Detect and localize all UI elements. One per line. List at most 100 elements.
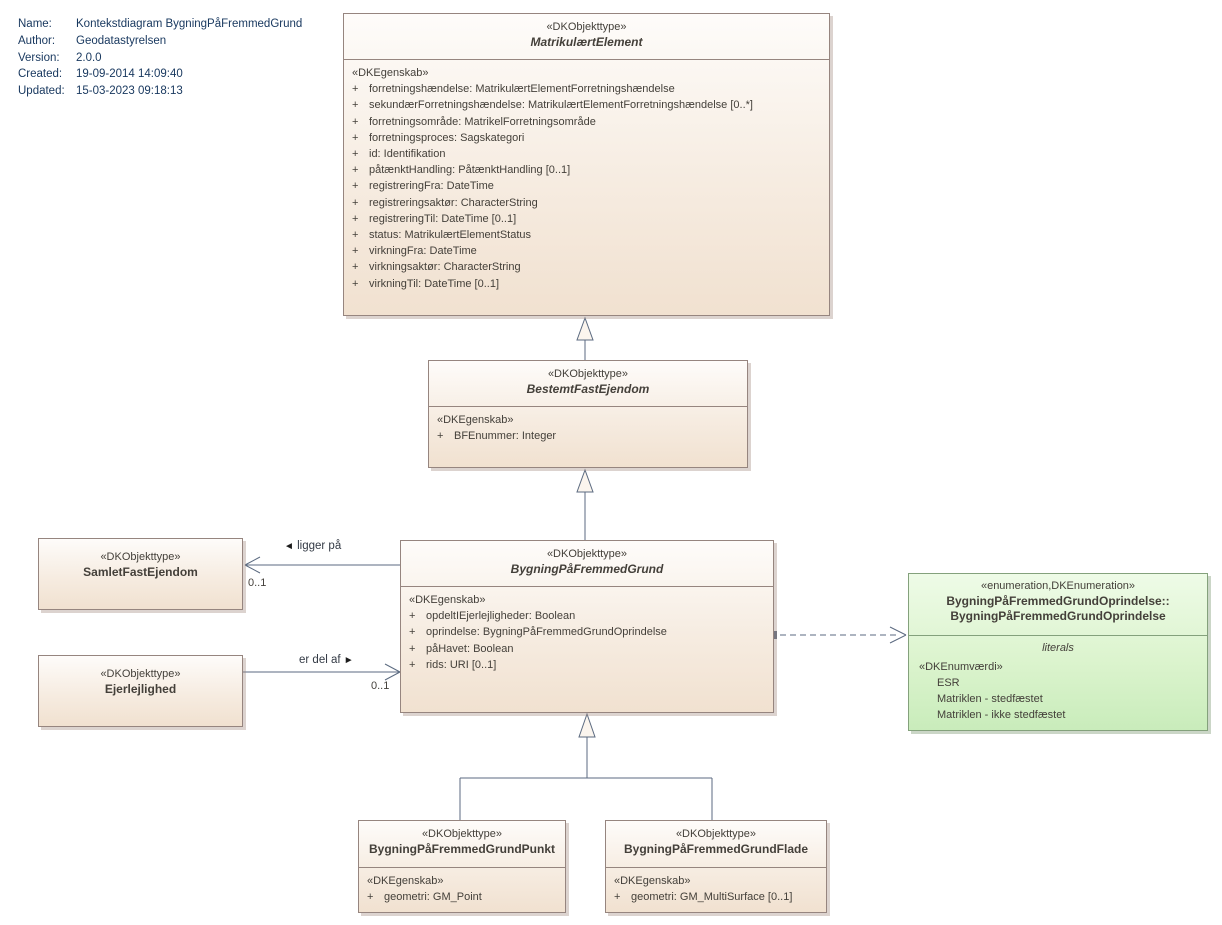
association-label-er-del-af: er del af ► <box>299 654 354 666</box>
class-header: «DKObjekttype» BestemtFastEjendom <box>429 361 747 407</box>
enumeration-name-line2: BygningPåFremmedGrundOprindelse <box>950 609 1166 623</box>
attribute-row: + forretningsområde: MatrikelForretnings… <box>350 114 823 130</box>
class-header: «DKObjekttype» BygningPåFremmedGrundFlad… <box>606 821 826 868</box>
visibility-marker: + <box>352 180 359 193</box>
association-label-text: er del af <box>299 654 341 666</box>
attribute-row: + rids: URI [0..1] <box>407 657 767 673</box>
metadata-value: 19-09-2014 14:09:40 <box>76 68 183 81</box>
enumeration-bygning-paa-fremmed-grund-oprindelse[interactable]: «enumeration,DKEnumeration» BygningPåFre… <box>908 573 1208 731</box>
attribute-text: status: MatrikulærtElementStatus <box>369 229 532 242</box>
attribute-text: rids: URI [0..1] <box>426 658 497 671</box>
attribute-text: forretningsproces: Sagskategori <box>369 131 525 144</box>
direction-arrow-right-icon: ► <box>343 655 354 666</box>
enum-value: Matriklen - stedfæstet <box>937 693 1043 705</box>
attribute-text: forretningsområde: MatrikelForretningsom… <box>369 115 596 128</box>
stereotype: «DKObjekttype» <box>100 668 181 680</box>
metadata-row: Name: Kontekstdiagram BygningPåFremmedGr… <box>18 16 302 33</box>
attribute-row: + virkningTil: DateTime [0..1] <box>350 276 823 292</box>
metadata-value: 15-03-2023 09:18:13 <box>76 85 183 98</box>
class-name: BestemtFastEjendom <box>526 382 650 396</box>
class-ejerlejlighed[interactable]: «DKObjekttype» Ejerlejlighed <box>38 655 243 727</box>
enumeration-name-line1: BygningPåFremmedGrundOprindelse:: <box>946 594 1170 608</box>
attribute-text: virkningsaktør: CharacterString <box>369 261 521 274</box>
attribute-text: sekundærForretningshændelse: Matrikulært… <box>369 99 753 112</box>
stereotype: «DKObjekttype» <box>675 828 757 840</box>
class-bygning-paa-fremmed-grund-punkt[interactable]: «DKObjekttype» BygningPåFremmedGrundPunk… <box>358 820 566 913</box>
class-name: BygningPåFremmedGrundFlade <box>623 842 809 856</box>
enum-value: Matriklen - ikke stedfæstet <box>937 709 1066 721</box>
attribute-text: påHavet: Boolean <box>426 642 514 655</box>
attributes-compartment: «DKEgenskab» + opdeltIEjerlejligheder: B… <box>401 587 773 673</box>
generalization-bestemt-to-matrikulaert <box>576 316 594 360</box>
class-samlet-fast-ejendom[interactable]: «DKObjekttype» SamletFastEjendom <box>38 538 243 610</box>
attribute-stereotype: «DKEgenskab» <box>367 875 444 887</box>
multiplicity-er-del-af: 0..1 <box>371 680 390 692</box>
attribute-row: + registreringTil: DateTime [0..1] <box>350 211 823 227</box>
visibility-marker: + <box>352 99 359 112</box>
metadata-row: Created: 19-09-2014 14:09:40 <box>18 66 302 83</box>
stereotype: «DKObjekttype» <box>100 551 181 563</box>
class-header: «DKObjekttype» BygningPåFremmedGrundPunk… <box>359 821 565 868</box>
attribute-stereotype: «DKEgenskab» <box>352 67 429 79</box>
metadata-label: Updated: <box>18 85 65 98</box>
attribute-text: virkningTil: DateTime [0..1] <box>369 277 500 290</box>
attribute-row: + status: MatrikulærtElementStatus <box>350 227 823 243</box>
literals-compartment: literals «DKEnumværdi» ESR Matriklen - s… <box>909 636 1207 723</box>
class-bygning-paa-fremmed-grund[interactable]: «DKObjekttype» BygningPåFremmedGrund «DK… <box>400 540 774 713</box>
class-header: «DKObjekttype» MatrikulærtElement <box>344 14 829 60</box>
stereotype: «DKObjekttype» <box>546 548 628 560</box>
visibility-marker: + <box>352 115 359 128</box>
enum-value-stereotype: «DKEnumværdi» <box>919 661 1003 673</box>
metadata-label: Name: <box>18 18 52 30</box>
attribute-text: forretningshændelse: MatrikulærtElementF… <box>369 83 675 96</box>
attributes-compartment: «DKEgenskab» + geometri: GM_Point <box>359 868 565 905</box>
visibility-marker: + <box>437 430 444 443</box>
association-ligger-paa <box>244 556 400 574</box>
visibility-marker: + <box>614 891 621 904</box>
class-header: «DKObjekttype» Ejerlejlighed <box>39 656 242 697</box>
attribute-row: + påHavet: Boolean <box>407 641 767 657</box>
class-bestemt-fast-ejendom[interactable]: «DKObjekttype» BestemtFastEjendom «DKEge… <box>428 360 748 468</box>
enumeration-header: «enumeration,DKEnumeration» BygningPåFre… <box>909 574 1207 636</box>
metadata-label: Author: <box>18 34 56 47</box>
attribute-list: + opdeltIEjerlejligheder: Boolean + opri… <box>407 608 767 673</box>
multiplicity-ligger-paa: 0..1 <box>248 577 267 589</box>
generalization-subtypes-to-bpfg <box>459 712 713 820</box>
metadata-row: Updated: 15-03-2023 09:18:13 <box>18 83 302 100</box>
attribute-text: virkningFra: DateTime <box>369 245 477 258</box>
association-label-ligger-paa: ◄ ligger på <box>284 540 341 552</box>
stereotype: «DKObjekttype» <box>546 21 627 33</box>
attribute-row: + påtænktHandling: PåtænktHandling [0..1… <box>350 162 823 178</box>
metadata-value: Geodatastyrelsen <box>76 34 167 47</box>
class-name: Ejerlejlighed <box>104 682 177 696</box>
visibility-marker: + <box>367 891 374 904</box>
class-name: MatrikulærtElement <box>530 35 643 49</box>
attribute-row: + virkningFra: DateTime <box>350 243 823 259</box>
metadata-row: Author: Geodatastyrelsen <box>18 33 302 50</box>
attribute-text: registreringsaktør: CharacterString <box>369 196 538 209</box>
attributes-compartment: «DKEgenskab» + geometri: GM_MultiSurface… <box>606 868 826 905</box>
class-name: BygningPåFremmedGrund <box>510 562 664 576</box>
visibility-marker: + <box>352 212 359 225</box>
association-label-text: ligger på <box>297 540 342 552</box>
visibility-marker: + <box>409 626 416 639</box>
attribute-row: + opdeltIEjerlejligheder: Boolean <box>407 608 767 624</box>
attribute-text: registreringFra: DateTime <box>369 180 494 193</box>
attribute-row: + registreringFra: DateTime <box>350 178 823 194</box>
stereotype: «enumeration,DKEnumeration» <box>980 580 1136 592</box>
class-bygning-paa-fremmed-grund-flade[interactable]: «DKObjekttype» BygningPåFremmedGrundFlad… <box>605 820 827 913</box>
visibility-marker: + <box>409 610 416 623</box>
attribute-list: + forretningshændelse: MatrikulærtElemen… <box>350 81 823 292</box>
metadata-label: Version: <box>18 51 60 64</box>
metadata-row: Version: 2.0.0 <box>18 50 302 67</box>
class-header: «DKObjekttype» BygningPåFremmedGrund <box>401 541 773 587</box>
attribute-row: + forretningsproces: Sagskategori <box>350 130 823 146</box>
visibility-marker: + <box>352 83 359 96</box>
attribute-text: geometri: GM_Point <box>384 891 482 904</box>
attribute-text: registreringTil: DateTime [0..1] <box>369 212 517 225</box>
visibility-marker: + <box>409 658 416 671</box>
class-matrikulaert-element[interactable]: «DKObjekttype» MatrikulærtElement «DKEge… <box>343 13 830 316</box>
stereotype: «DKObjekttype» <box>421 828 503 840</box>
attribute-stereotype: «DKEgenskab» <box>409 594 486 606</box>
